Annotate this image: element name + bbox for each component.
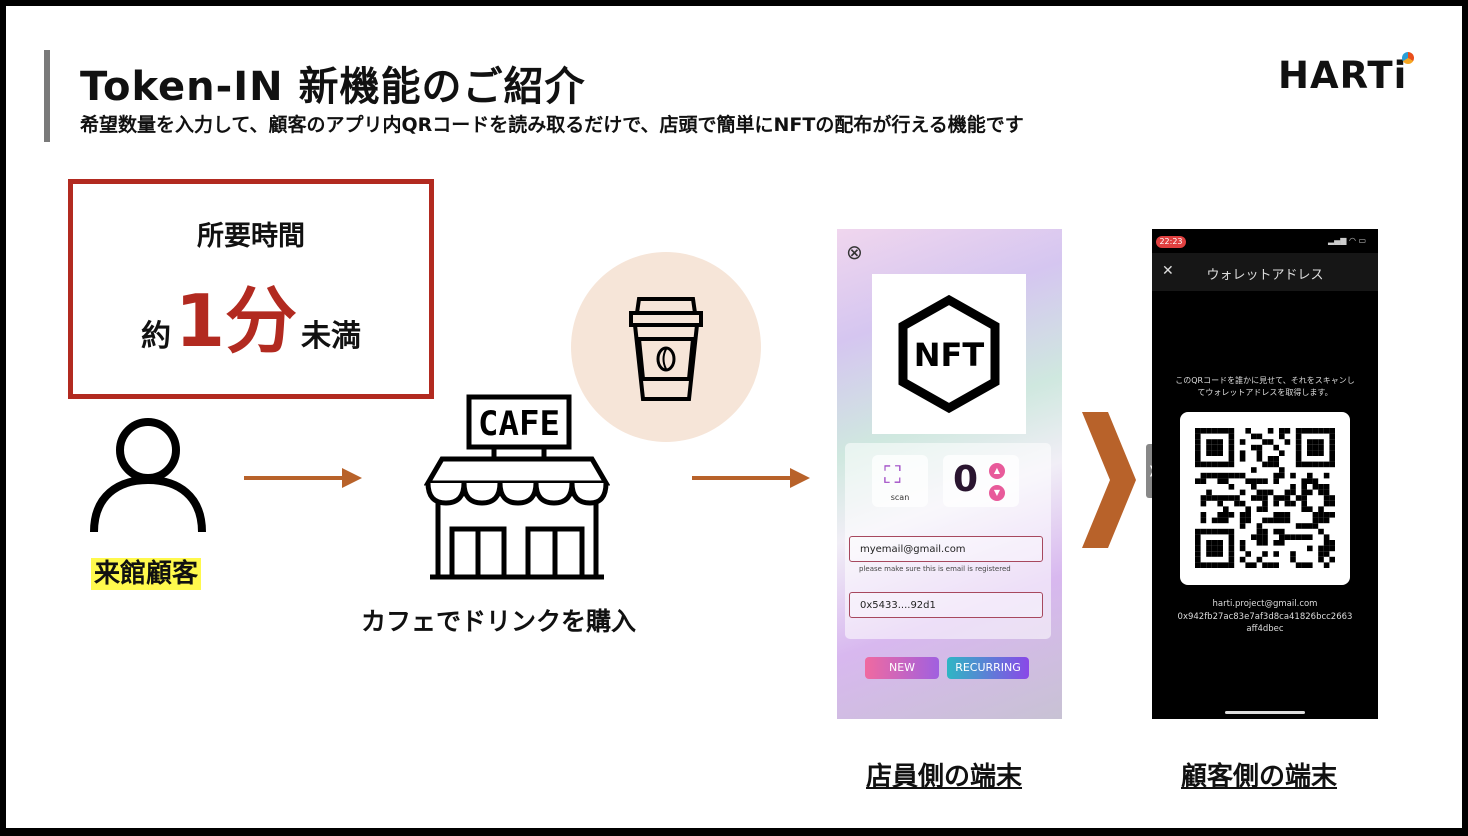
home-indicator bbox=[1225, 711, 1305, 714]
nft-label: NFT bbox=[914, 336, 985, 374]
coffee-cup-icon bbox=[629, 297, 703, 401]
person-icon bbox=[90, 418, 206, 533]
arrow-right-icon bbox=[244, 468, 362, 488]
logo-dot-icon bbox=[1402, 52, 1414, 64]
time-required-box: 所要時間 約1分未満 bbox=[68, 179, 434, 399]
quantity-stepper: 0 ▲ ▼ bbox=[943, 455, 1019, 507]
chevron-right-icon bbox=[1082, 412, 1136, 548]
page-title: Token-IN 新機能のご紹介 bbox=[80, 64, 586, 110]
scan-label: scan bbox=[890, 493, 910, 502]
customer-device-caption: 顧客側の端末 bbox=[1181, 762, 1338, 792]
cafe-caption: カフェでドリンクを購入 bbox=[361, 607, 637, 636]
staff-device-caption: 店員側の端末 bbox=[866, 762, 1023, 792]
decrement-button[interactable]: ▼ bbox=[989, 485, 1005, 501]
qr-description: このQRコードを誰かに見せて、それをスキャンしてウォレットアドレスを取得します。 bbox=[1175, 376, 1355, 397]
email-note: please make sure this is email is regist… bbox=[859, 565, 1011, 573]
wallet-header-title: ウォレットアドレス bbox=[1206, 268, 1324, 283]
arrow-right-icon bbox=[692, 468, 810, 488]
cafe-sign-text: CAFE bbox=[478, 404, 560, 444]
wallet-address-field[interactable]: 0x5433....92d1 bbox=[849, 592, 1043, 618]
time-required-label: 所要時間 bbox=[197, 221, 305, 252]
harti-logo: HARTi bbox=[1278, 54, 1408, 97]
qr-code bbox=[1180, 412, 1350, 585]
nft-image: NFT bbox=[872, 274, 1026, 434]
page-subtitle: 希望数量を入力して、顧客のアプリ内QRコードを読み取るだけで、店頭で簡単にNFT… bbox=[80, 114, 1024, 136]
status-icons: ▂▄▆ ◠ ▭ bbox=[1328, 236, 1367, 245]
time-number: 1分 bbox=[174, 279, 298, 363]
visitor-label: 来館顧客 bbox=[91, 558, 202, 590]
account-email: harti.project@gmail.com bbox=[1212, 599, 1318, 609]
scan-button[interactable]: ⛶ scan bbox=[872, 455, 928, 507]
quantity-value: 0 bbox=[953, 459, 979, 500]
time-prefix: 約 bbox=[140, 319, 171, 354]
qr-code-icon bbox=[1195, 428, 1335, 568]
status-time: 22:23 bbox=[1156, 236, 1186, 248]
title-accent-bar bbox=[44, 50, 50, 142]
nft-hexagon-icon: NFT bbox=[898, 294, 1000, 414]
scan-icon: ⛶ bbox=[884, 461, 901, 489]
email-field[interactable]: myemail@gmail.com bbox=[849, 536, 1043, 562]
time-suffix: 未満 bbox=[301, 319, 362, 354]
recurring-button[interactable]: RECURRING bbox=[947, 657, 1029, 679]
slide: Token-IN 新機能のご紹介 希望数量を入力して、顧客のアプリ内QRコードを… bbox=[6, 6, 1462, 828]
close-icon[interactable]: ⊗ bbox=[846, 240, 863, 264]
close-icon[interactable]: ✕ bbox=[1162, 263, 1174, 279]
cafe-store-icon: CAFE bbox=[424, 394, 610, 580]
increment-button[interactable]: ▲ bbox=[989, 463, 1005, 479]
wallet-header: ✕ ウォレットアドレス bbox=[1152, 253, 1378, 291]
staff-device-screen: ⊗ NFT ⛶ scan 0 ▲ ▼ myemail@gmail.com ple… bbox=[837, 229, 1062, 719]
time-required-value: 約1分未満 bbox=[73, 262, 429, 367]
wallet-address: 0x942fb27ac83e7af3d8ca41826bcc2663aff4db… bbox=[1177, 612, 1353, 634]
new-button[interactable]: NEW bbox=[865, 657, 939, 679]
customer-device-screen: 22:23 ▂▄▆ ◠ ▭ ✕ ウォレットアドレス このQRコードを誰かに見せて… bbox=[1152, 229, 1378, 719]
